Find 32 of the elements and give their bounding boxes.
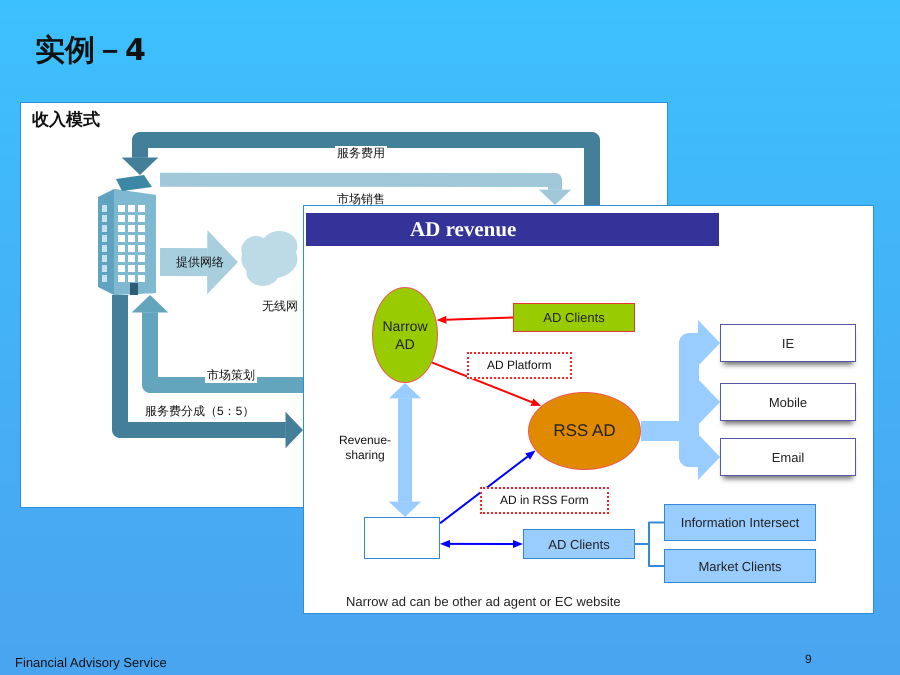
process-box: Email	[720, 438, 856, 476]
process-box: AD Clients	[523, 529, 635, 559]
arrow	[436, 316, 514, 324]
edge-label: AD Platform	[467, 352, 572, 379]
arrow	[439, 450, 536, 524]
ellipse-node: RSS AD	[528, 392, 641, 470]
edge-label: 市场策划	[205, 368, 257, 383]
process-box: Mobile	[720, 383, 856, 421]
node-caption: 无线网	[262, 298, 298, 315]
process-box: Information Intersect	[664, 504, 816, 541]
footnote: Narrow ad can be other ad agent or EC website	[346, 594, 621, 609]
blank-box	[364, 517, 440, 559]
arrow	[432, 362, 542, 406]
arrow	[388, 383, 422, 517]
footer-text: 9	[805, 652, 812, 666]
slide-title: 实例－4	[35, 32, 146, 70]
diagram-panel	[303, 205, 874, 614]
edge-label: 提供网络	[176, 255, 224, 270]
process-box: AD Clients	[513, 303, 635, 332]
arrow	[440, 540, 523, 548]
ellipse-node: Narrow AD	[372, 287, 438, 383]
footer-text: Financial Advisory Service	[15, 655, 167, 670]
process-box: Market Clients	[664, 549, 816, 583]
arrow	[132, 295, 303, 393]
edge-label: 服务费用	[335, 146, 387, 161]
header-band: AD revenue	[306, 213, 719, 246]
panel-heading: 收入模式	[32, 109, 100, 131]
process-box: IE	[720, 324, 856, 362]
arrow	[160, 230, 238, 294]
arrow	[112, 295, 303, 448]
arrow	[122, 132, 600, 205]
edge-label: AD in RSS Form	[480, 487, 609, 514]
